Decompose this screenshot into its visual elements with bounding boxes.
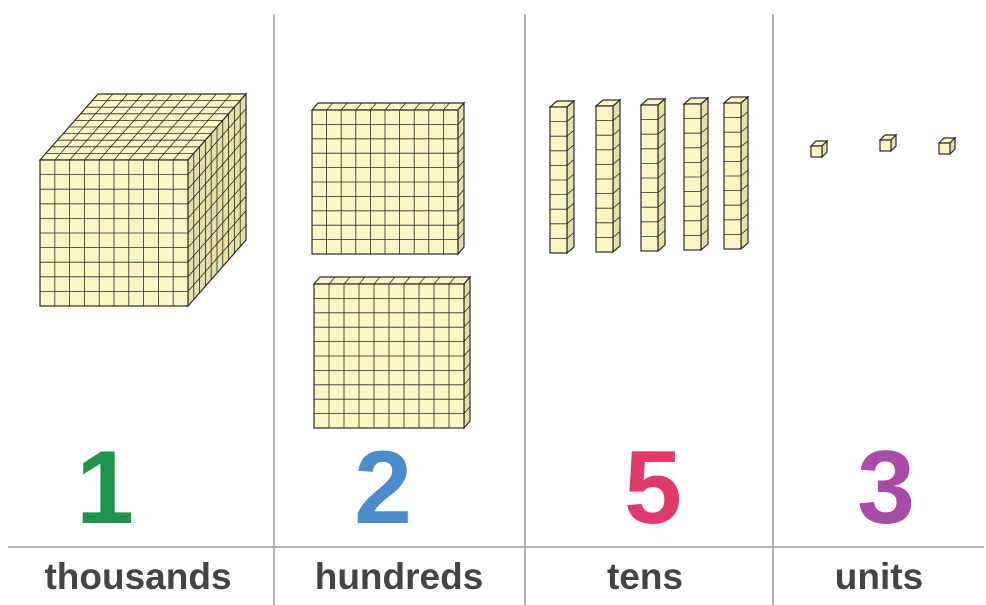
unit-cube (939, 138, 955, 154)
label-tens: tens (525, 555, 765, 599)
digit-tens: 5 (573, 438, 733, 538)
ten-rod (684, 98, 708, 250)
label-units: units (759, 555, 986, 599)
hundred-flat (312, 103, 464, 254)
thousand-cube (40, 94, 246, 306)
digit-units: 3 (806, 438, 966, 538)
ten-rod (724, 97, 748, 249)
unit-cube (880, 135, 896, 151)
thousand-cube-block (40, 94, 246, 306)
ten-rods (550, 97, 748, 253)
ten-rod (641, 99, 665, 251)
ten-rod (596, 100, 620, 252)
ten-rod (550, 101, 574, 253)
label-hundreds: hundreds (279, 555, 519, 599)
label-divider (8, 546, 984, 548)
hundred-flat (314, 277, 470, 428)
label-thousands: thousands (18, 555, 258, 599)
unit-cube (811, 141, 827, 157)
digit-thousands: 1 (25, 438, 185, 538)
hundred-flats (312, 103, 470, 428)
unit-cubes (811, 135, 955, 157)
digit-hundreds: 2 (303, 438, 463, 538)
